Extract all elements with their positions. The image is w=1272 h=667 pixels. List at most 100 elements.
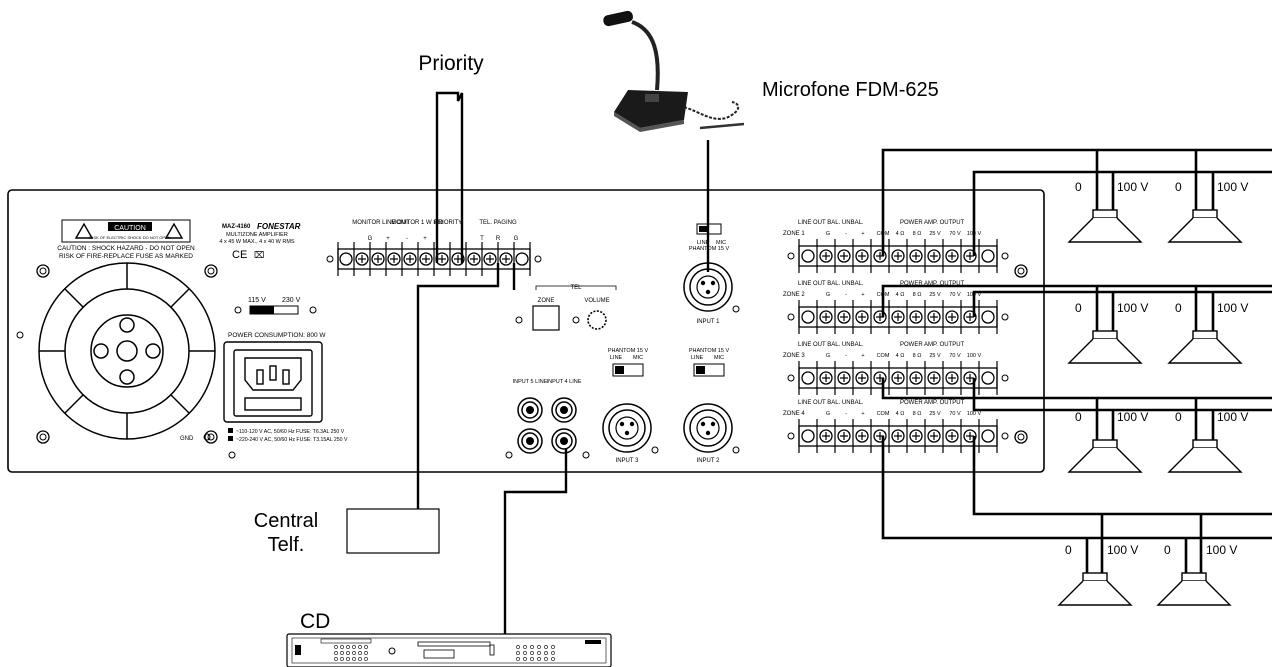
volume-knob[interactable] <box>587 310 607 330</box>
power-inlet[interactable] <box>223 341 323 423</box>
panel-screw <box>204 264 218 278</box>
panel-screw <box>204 430 218 444</box>
zone-terminal-strip[interactable] <box>787 419 1009 453</box>
tap-0-label: 0 <box>1065 543 1072 557</box>
zone-pin-label: 25 V <box>929 231 941 237</box>
rca-jack[interactable] <box>551 397 577 423</box>
power-amp-output-label: POWER AMP. OUTPUT <box>900 281 965 287</box>
central-title-2: Telf. <box>268 534 305 556</box>
loudspeaker: 0 100 V <box>1057 543 1138 606</box>
tap-0-label: 0 <box>1175 410 1182 424</box>
rca-jack[interactable] <box>517 428 543 454</box>
monitor-line-out-label: MONITOR LINE OUT <box>352 220 410 226</box>
speaker-wiring <box>881 148 1272 574</box>
tap-100v-label: 100 V <box>1107 543 1138 557</box>
control-terminal-strip[interactable]: MONITOR LINE OUT MONITOR 1 W 8 Ω PRIORIT… <box>326 220 542 276</box>
tap-100v-label: 100 V <box>1217 301 1248 315</box>
switch-mic-label: MIC <box>716 240 726 246</box>
cd-player: CD <box>286 610 612 667</box>
zone-pin-label: + <box>861 231 864 237</box>
control-pin-label: + <box>423 236 427 242</box>
xlr-inputs[interactable] <box>602 262 740 454</box>
tel-label: TEL <box>570 285 582 291</box>
phantom-switch-input-3[interactable]: PHANTOM 15 V LINE MIC <box>608 348 649 377</box>
power-amp-output-label: POWER AMP. OUTPUT <box>900 220 965 226</box>
rca-jack[interactable] <box>517 397 543 423</box>
zone-pin-label: 25 V <box>929 411 941 417</box>
tap-100v-label: 100 V <box>1206 543 1237 557</box>
zone-terminal-strip[interactable] <box>787 300 1009 334</box>
voltage-selector[interactable]: 115 V 230 V <box>234 297 317 315</box>
line-out-label: LINE OUT BAL. UNBAL. <box>798 400 864 406</box>
control-pin-label: - <box>406 236 408 242</box>
xlr-connector[interactable] <box>683 403 740 454</box>
zone-label: ZONE 4 <box>783 411 805 417</box>
zone-pin-label: G <box>826 292 830 298</box>
control-terminal-row[interactable] <box>326 242 542 276</box>
zone-pin-label: - <box>845 411 847 417</box>
panel-subtitle: MULTIZONE AMPLIFIER <box>226 232 288 238</box>
brand-name: FONESTAR <box>257 222 301 231</box>
microphone-title: Microfone FDM-625 <box>762 79 939 101</box>
rca-inputs[interactable]: INPUT 5 LINE INPUT 4 LINE <box>505 379 590 459</box>
xlr-connector[interactable] <box>602 403 659 454</box>
caution-text-2: RISK OF FIRE-REPLACE FUSE AS MARKED <box>59 253 193 260</box>
zone-pin-label: 70 V <box>949 353 961 359</box>
xlr-connector[interactable] <box>683 262 740 313</box>
tel-controls[interactable]: TEL ZONE VOLUME <box>515 285 617 331</box>
zone-pin-label: 4 Ω <box>896 231 905 237</box>
line-out-label: LINE OUT BAL. UNBAL. <box>798 220 864 226</box>
zone-selector[interactable] <box>532 305 560 331</box>
cd-title: CD <box>300 610 330 633</box>
control-pin-labels: G + - + T R G <box>368 236 519 242</box>
zone-pin-label: 4 Ω <box>896 353 905 359</box>
input-3-label: INPUT 3 <box>616 458 640 464</box>
caution-text-1: CAUTION : SHOCK HAZARD - DO NOT OPEN <box>57 245 195 252</box>
control-pin-label: R <box>496 236 501 242</box>
zone-pin-label: 8 Ω <box>913 411 922 417</box>
rca-jack[interactable] <box>551 428 577 454</box>
caution-sub: RISK OF ELECTRIC SHOCK DO NOT OPEN <box>89 235 170 240</box>
zone-pin-label: + <box>861 353 864 359</box>
zone-terminal-row[interactable]: ZONE 1 LINE OUT BAL. UNBAL. POWER AMP. OUT… <box>783 220 1009 273</box>
phantom-switch-input-2[interactable]: PHANTOM 15 V LINE MIC <box>689 348 730 377</box>
zone-pin-label: COM <box>877 411 890 417</box>
zone-terminal-strip[interactable] <box>787 239 1009 273</box>
caution-title: CAUTION <box>114 225 146 232</box>
control-pin-label: G <box>368 236 373 242</box>
central-title-1: Central <box>254 510 318 532</box>
zone-pin-label: 4 Ω <box>896 292 905 298</box>
monitor-1w-label: MONITOR 1 W 8 Ω <box>391 220 443 226</box>
zone-pin-label: - <box>845 292 847 298</box>
loudspeaker: 0 100 V <box>1156 543 1237 606</box>
input-4-label: INPUT 4 LINE <box>547 379 582 385</box>
zone-output-terminals[interactable]: ZONE 1 LINE OUT BAL. UNBAL. POWER AMP. OUT… <box>783 220 1009 453</box>
zone-pin-label: - <box>845 353 847 359</box>
priority-title: Priority <box>418 52 484 75</box>
ce-mark: CE <box>232 249 247 261</box>
panel-rating: 4 x 45 W MAX., 4 x 40 W RMS <box>219 239 295 245</box>
tap-0-label: 0 <box>1075 301 1082 315</box>
brand-block: MAZ-4160 FONESTAR MULTIZONE AMPLIFIER 4 … <box>219 222 300 261</box>
amplifier-rear-panel: CAUTION RISK OF ELECTRIC SHOCK DO NOT OP… <box>7 189 1045 473</box>
zone-pin-label: 8 Ω <box>913 292 922 298</box>
tap-0-label: 0 <box>1164 543 1171 557</box>
input-1-label: INPUT 1 <box>697 319 721 325</box>
zone-label: ZONE 1 <box>783 231 805 237</box>
switch-line-label: LINE <box>610 355 623 361</box>
control-pin-label: G <box>514 236 519 242</box>
model-name: MAZ-4160 <box>222 224 251 230</box>
control-pin-label: T <box>480 236 484 242</box>
control-terminals <box>326 242 542 276</box>
zone-pin-label: 4 Ω <box>896 411 905 417</box>
control-pin-label: + <box>386 236 390 242</box>
switch-line-label: LINE <box>697 240 710 246</box>
microphone-fdm-625: Microfone FDM-625 <box>603 10 939 132</box>
